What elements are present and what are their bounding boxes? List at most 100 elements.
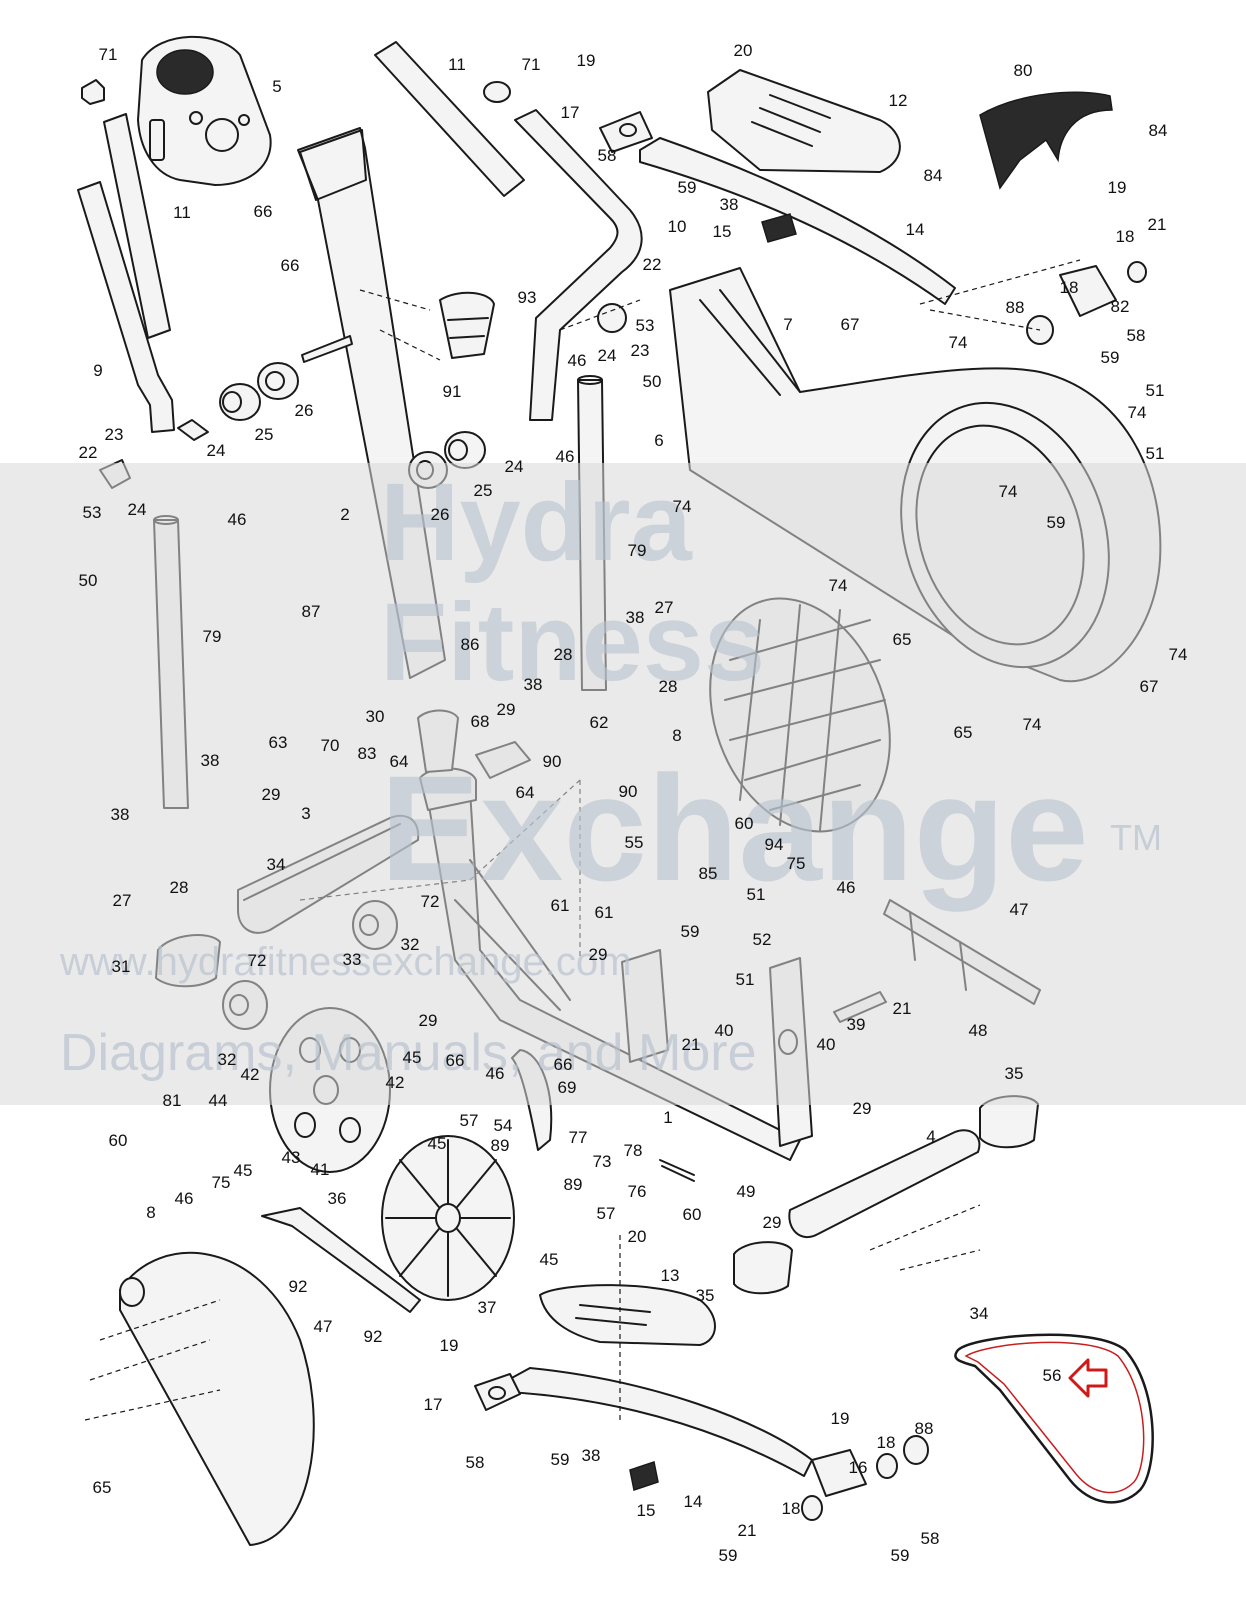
callout-75: 75 [212, 1173, 231, 1192]
callout-34: 34 [267, 855, 286, 874]
callout-35: 35 [696, 1286, 715, 1305]
callout-29: 29 [262, 785, 281, 804]
part-pedal-bottom [539, 1284, 716, 1346]
callout-8: 8 [672, 726, 681, 745]
part-pedal-top [707, 69, 901, 173]
callout-2: 2 [340, 505, 349, 524]
callout-22: 22 [643, 255, 662, 274]
callout-63: 63 [269, 733, 288, 752]
callout-65: 65 [954, 723, 973, 742]
callout-38: 38 [524, 675, 543, 694]
callout-18: 18 [782, 1499, 801, 1518]
callout-10: 10 [668, 217, 687, 236]
callout-81: 81 [163, 1091, 182, 1110]
callout-17: 17 [424, 1395, 443, 1414]
part-end-cap-35-left [733, 1241, 793, 1295]
part-crank-axle-36 [261, 1207, 421, 1313]
callout-24: 24 [505, 457, 524, 476]
callout-11: 11 [173, 203, 191, 222]
callout-74: 74 [949, 333, 968, 352]
part-cap-71-left [81, 79, 105, 105]
part-bushing-25-left [219, 383, 261, 421]
callout-26: 26 [431, 505, 450, 524]
callout-38: 38 [201, 751, 220, 770]
watermark-trademark: TM [1110, 817, 1162, 858]
callout-53: 53 [636, 316, 655, 335]
part-end-cover [979, 91, 1113, 190]
watermark-brand-line2: Fitness [380, 581, 765, 704]
callout-68: 68 [471, 712, 490, 731]
part-spring-76 [659, 1159, 695, 1182]
callout-22: 22 [79, 443, 98, 462]
callout-29: 29 [497, 700, 516, 719]
callout-91: 91 [443, 382, 462, 401]
part-pedal-bracket-bottom [474, 1373, 521, 1411]
callout-77: 77 [569, 1128, 588, 1147]
callout-36: 36 [328, 1189, 347, 1208]
callout-29: 29 [419, 1011, 438, 1030]
callout-40: 40 [817, 1035, 836, 1054]
callout-38: 38 [626, 608, 645, 627]
part-arm-left [77, 181, 175, 433]
callout-59: 59 [891, 1546, 910, 1565]
callout-46: 46 [837, 878, 856, 897]
callout-20: 20 [628, 1227, 647, 1246]
callout-46: 46 [175, 1189, 194, 1208]
callout-23: 23 [631, 341, 650, 360]
callout-90: 90 [543, 752, 562, 771]
callout-71: 71 [522, 55, 541, 74]
callout-27: 27 [655, 598, 674, 617]
callout-39: 39 [847, 1015, 866, 1034]
callout-27: 27 [113, 891, 132, 910]
callout-93: 93 [518, 288, 537, 307]
callout-46: 46 [556, 447, 575, 466]
callout-71: 71 [99, 45, 118, 64]
callout-30: 30 [366, 707, 385, 726]
watermark-url: www.hydrafitnessexchange.com [59, 940, 631, 984]
part-cap-71-right [483, 81, 511, 103]
callout-59: 59 [681, 922, 700, 941]
part-pedal-bracket-rear [1026, 261, 1147, 345]
watermark-brand-line1: Hydra [380, 461, 693, 584]
callout-7: 7 [783, 315, 792, 334]
callout-47: 47 [1010, 900, 1029, 919]
watermark-tagline: Diagrams, Manuals, and More [60, 1024, 757, 1082]
callout-41: 41 [311, 1160, 330, 1179]
callout-50: 50 [643, 372, 662, 391]
callout-11: 11 [448, 55, 466, 74]
callout-12: 12 [889, 91, 908, 110]
callout-64: 64 [390, 752, 409, 771]
part-arm-right [514, 109, 643, 421]
callout-19: 19 [831, 1409, 850, 1428]
callout-29: 29 [853, 1099, 872, 1118]
callout-34: 34 [970, 1304, 989, 1323]
callout-15: 15 [637, 1501, 656, 1520]
callout-29: 29 [763, 1213, 782, 1232]
callout-9: 9 [93, 361, 102, 380]
callout-89: 89 [491, 1136, 510, 1155]
callout-1: 1 [663, 1108, 672, 1127]
callout-15: 15 [713, 222, 732, 241]
callout-74: 74 [829, 576, 848, 595]
callout-38: 38 [720, 195, 739, 214]
callout-17: 17 [561, 103, 580, 122]
callout-58: 58 [598, 146, 617, 165]
callout-28: 28 [554, 645, 573, 664]
callout-40: 40 [715, 1021, 734, 1040]
callout-57: 57 [460, 1111, 479, 1130]
callout-58: 58 [1127, 326, 1146, 345]
callout-70: 70 [321, 736, 340, 755]
callout-45: 45 [540, 1250, 559, 1269]
part-foot-stop-top [761, 213, 797, 243]
callout-56: 56 [1043, 1366, 1062, 1385]
callout-52: 52 [753, 930, 772, 949]
callout-59: 59 [678, 178, 697, 197]
part-rear-stabilizer [788, 1129, 981, 1238]
callout-43: 43 [282, 1148, 301, 1167]
callout-29: 29 [589, 945, 608, 964]
callout-83: 83 [358, 744, 377, 763]
part-axle-left [177, 335, 353, 441]
callout-79: 79 [203, 627, 222, 646]
callout-57: 57 [597, 1204, 616, 1223]
part-foot-stop-bottom [629, 1461, 659, 1491]
